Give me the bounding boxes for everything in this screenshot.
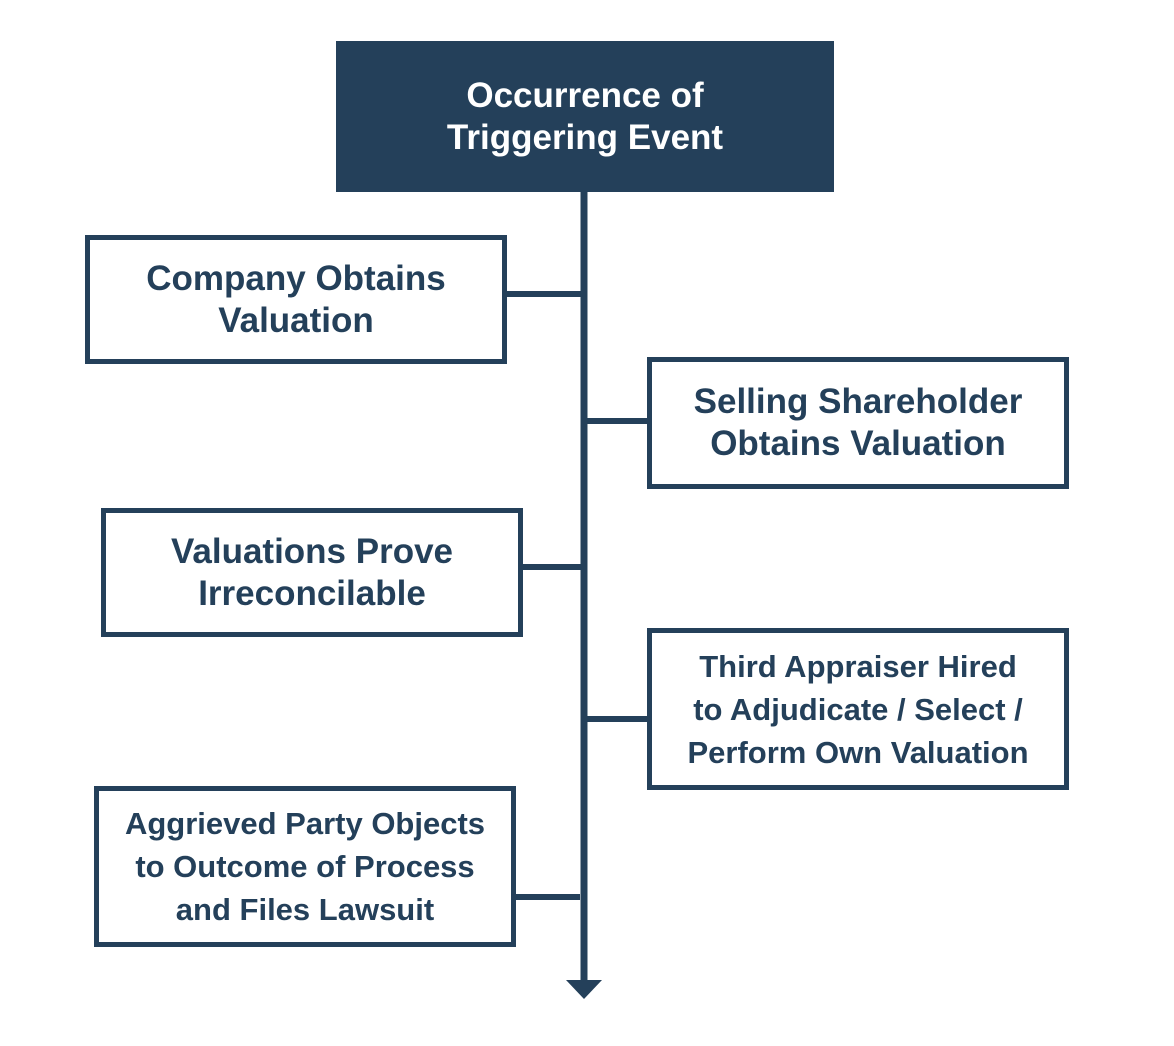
timeline-arrowhead: [566, 980, 602, 999]
step-box-shareholder-valuation: Selling Shareholder Obtains Valuation: [647, 357, 1069, 489]
step-label: Aggrieved Party Objects to Outcome of Pr…: [124, 806, 486, 927]
step-label: Third Appraiser Hired to Adjudicate / Se…: [687, 648, 1029, 770]
step-label: Selling Shareholder Obtains Valuation: [693, 382, 1023, 463]
step-box-company-valuation: Company Obtains Valuation: [85, 235, 507, 364]
triggering-event-label: Occurrence of Triggering Event: [446, 75, 724, 157]
step-label: Company Obtains Valuation: [146, 258, 446, 340]
triggering-event-box: Occurrence of Triggering Event: [336, 41, 834, 192]
step-box-third-appraiser: Third Appraiser Hired to Adjudicate / Se…: [647, 628, 1069, 790]
step-box-lawsuit: Aggrieved Party Objects to Outcome of Pr…: [94, 786, 516, 947]
step-box-irreconcilable: Valuations Prove Irreconcilable: [101, 508, 523, 637]
step-label: Valuations Prove Irreconcilable: [170, 531, 454, 613]
